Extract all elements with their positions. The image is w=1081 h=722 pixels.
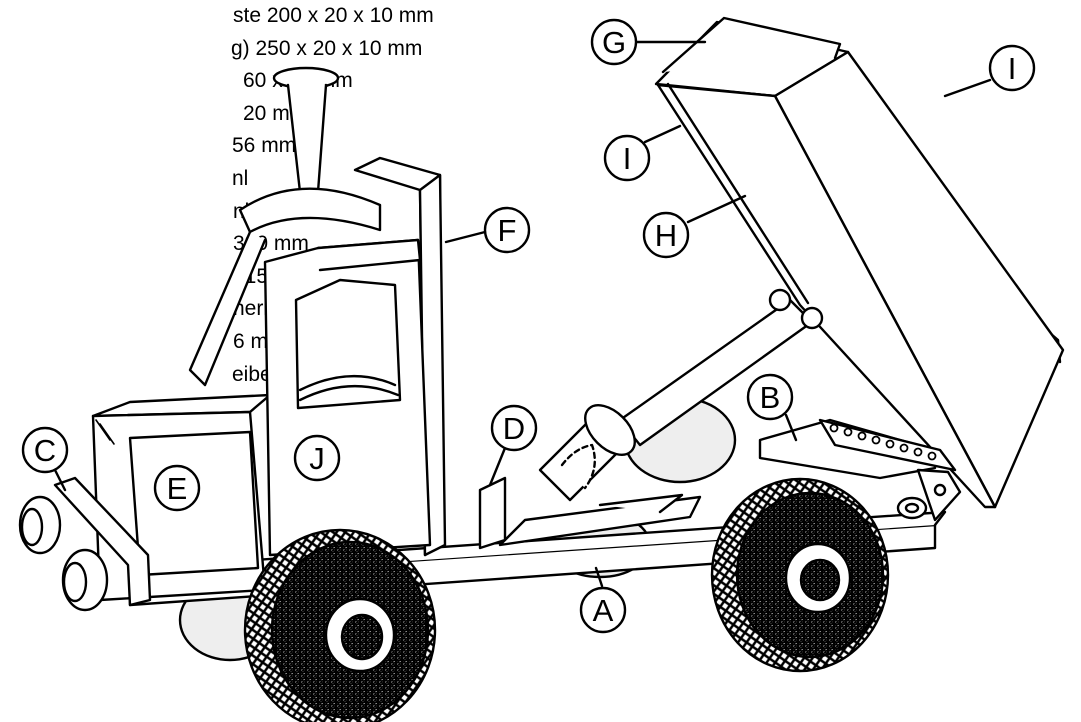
- callout-b-letter: B: [760, 380, 781, 415]
- callout-i-letter: I: [623, 141, 632, 176]
- parts-list-item: ste 200 x 20 x 10 mm: [233, 4, 434, 27]
- callout-j: J: [293, 434, 341, 482]
- callout-e: E: [153, 464, 201, 512]
- callout-a-letter: A: [593, 593, 614, 628]
- parts-list-item: 56 mm: [232, 134, 297, 158]
- callout-g: G: [590, 18, 707, 66]
- callout-j-letter: J: [309, 441, 325, 476]
- cab-side: [263, 238, 432, 557]
- callout-i-body-end: I: [943, 44, 1036, 98]
- rear-wheel: [710, 477, 890, 673]
- parts-list-item: g) 250 x 20 x 10 mm: [231, 36, 423, 60]
- hydraulic-cylinder: [538, 288, 824, 502]
- crane-post: [188, 66, 382, 387]
- parts-list-item: nl: [232, 166, 249, 190]
- callout-c: C: [21, 426, 69, 492]
- callout-c-letter: C: [34, 433, 56, 468]
- hinge-bracket: [758, 418, 962, 522]
- front-wheel: [243, 528, 437, 722]
- callout-a: A: [579, 566, 627, 634]
- tipper-body: [654, 16, 1065, 509]
- callout-h: H: [642, 194, 747, 259]
- callout-i-body-side: I: [603, 124, 682, 182]
- callout-d: D: [488, 404, 538, 487]
- callout-b: B: [746, 373, 798, 442]
- front-bumper: [18, 476, 152, 612]
- callout-f-letter: F: [498, 213, 517, 248]
- callout-g-letter: G: [602, 25, 626, 60]
- callout-h-letter: H: [655, 218, 677, 253]
- callout-e-letter: E: [167, 471, 188, 506]
- callout-f: F: [444, 206, 531, 254]
- callout-i-letter: I: [1008, 51, 1017, 86]
- callout-d-letter: D: [503, 411, 525, 446]
